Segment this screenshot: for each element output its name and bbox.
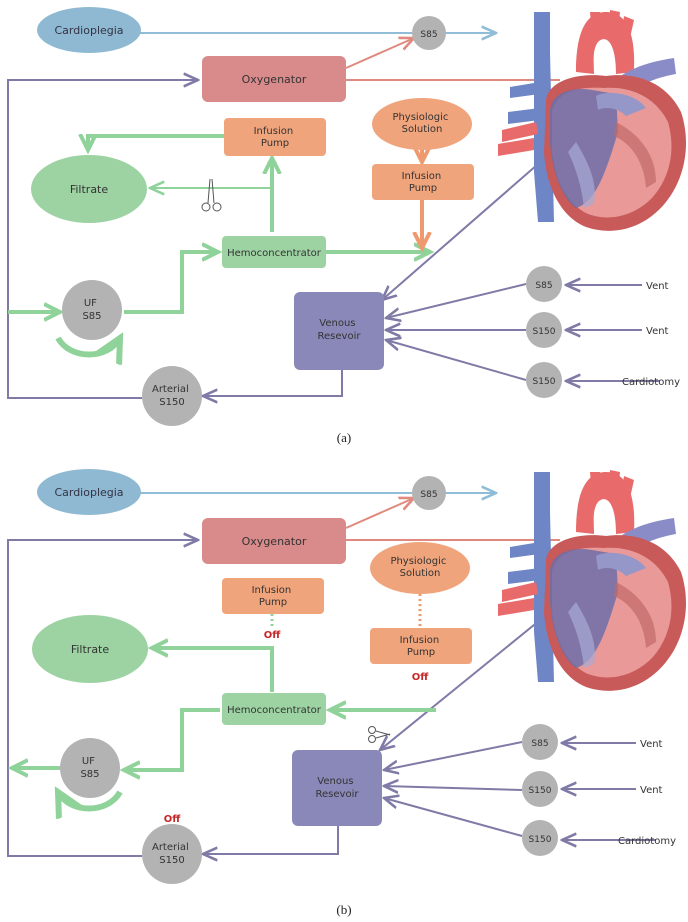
uf-pump-label-b: UF S85 xyxy=(80,756,99,780)
physiologic-solution-node-b xyxy=(370,542,470,594)
infusion-pump-1-label: Infusion Pump xyxy=(254,126,297,149)
s85-top-pump-b xyxy=(412,476,446,510)
vent-2-to-reservoir-line-b xyxy=(384,786,523,790)
s85-top-pump xyxy=(412,16,446,50)
vent-label-1-b: Vent xyxy=(640,739,663,750)
arterial-pump-label-b: Arterial S150 xyxy=(152,842,192,866)
vent-1-to-reservoir-line-b xyxy=(384,741,523,770)
vent-pump-1 xyxy=(526,266,562,302)
venous-reservoir-node-b xyxy=(292,750,382,826)
vent-pump-2 xyxy=(526,312,562,348)
heart-image-b xyxy=(498,470,686,691)
filtrate-label-b: Filtrate xyxy=(71,643,110,656)
clamp-icon xyxy=(201,178,222,212)
cardioplegia-label-b: Cardioplegia xyxy=(54,486,123,499)
cardioplegia-node xyxy=(37,7,141,53)
filtrate-node-b xyxy=(32,615,148,683)
clamp-icon-b xyxy=(368,726,391,743)
infusion-1-off-label: Off xyxy=(264,630,282,641)
physiologic-solution-node xyxy=(372,98,472,150)
cardiotomy-to-reservoir-line xyxy=(386,340,527,381)
cardiotomy-pump-b xyxy=(522,820,558,856)
cardioplegia-label: Cardioplegia xyxy=(54,24,123,37)
infusion-pump-2-label: Infusion Pump xyxy=(402,171,445,194)
hemoconcentrator-label: Hemoconcentrator xyxy=(227,248,322,259)
hemo-to-uf-line-b xyxy=(124,708,220,770)
vent-pump-1-label: S85 xyxy=(535,281,552,291)
reservoir-to-arterial-line-b xyxy=(203,826,339,854)
panel-b: Cardioplegia S85 Oxygenator Infusion Pum… xyxy=(7,469,686,917)
oxygenator-to-s85-line xyxy=(345,38,414,69)
arterial-pump-label: Arterial S150 xyxy=(152,384,192,408)
physiologic-solution-label: Physiologic Solution xyxy=(392,112,451,135)
uf-pump-label: UF S85 xyxy=(82,298,101,322)
vent-label-2-b: Vent xyxy=(640,785,663,796)
vent-1-to-reservoir-line xyxy=(386,283,527,318)
caption-a: (a) xyxy=(337,430,351,445)
filtrate-node xyxy=(31,155,147,223)
arterial-pump-b xyxy=(142,824,202,884)
infusion-to-filtrate-line xyxy=(88,134,224,150)
cardiotomy-to-reservoir-line-b xyxy=(384,798,523,837)
infusion-pump-1-node-b xyxy=(222,578,324,614)
hemoconcentrator-label-b: Hemoconcentrator xyxy=(227,705,322,716)
venous-reservoir-label-b: Venous Resevoir xyxy=(316,776,360,800)
cardiotomy-pump-label-b: S150 xyxy=(529,835,552,845)
venous-reservoir-label: Venous Resevoir xyxy=(318,318,362,342)
vent-pump-1-b xyxy=(522,724,558,760)
cardiotomy-label: Cardiotomy xyxy=(622,377,680,388)
hemoconcentrator-node xyxy=(222,236,326,268)
cardioplegia-node-b xyxy=(37,469,141,515)
hemo-to-filtrate-line-b xyxy=(152,648,274,692)
heart-to-reservoir-line xyxy=(382,157,546,300)
uf-pump-b xyxy=(60,738,120,798)
vent-pump-2-label-b: S150 xyxy=(529,786,552,796)
oxygenator-label-b: Oxygenator xyxy=(242,535,307,548)
arterial-return-loop-b xyxy=(7,540,198,857)
filtrate-label: Filtrate xyxy=(70,183,109,196)
infusion-pump-2-label-b: Infusion Pump xyxy=(400,635,443,658)
uf-rotation-arrow xyxy=(55,338,120,355)
arterial-return-loop xyxy=(7,80,198,399)
oxygenator-label: Oxygenator xyxy=(242,73,307,86)
s85-top-label-b: S85 xyxy=(420,490,437,500)
heart-to-reservoir-line-b xyxy=(380,615,546,750)
cardiotomy-pump xyxy=(526,362,562,398)
hemoconcentrator-node-b xyxy=(222,693,326,725)
infusion-pump-2-node-b xyxy=(370,628,472,664)
vent-pump-2-label: S150 xyxy=(533,327,556,337)
venous-reservoir-node xyxy=(294,292,384,370)
panel-a: Cardioplegia S85 Oxygenator Infusion Pum… xyxy=(7,7,686,445)
infusion-pump-1-node xyxy=(224,118,326,156)
uf-to-hemo-line xyxy=(124,252,218,314)
uf-rotation-arrow-b xyxy=(58,792,123,809)
physiologic-solution-label-b: Physiologic Solution xyxy=(390,556,449,579)
reservoir-to-arterial-line xyxy=(203,370,343,396)
oxygenator-node xyxy=(202,56,346,102)
caption-b: (b) xyxy=(336,902,351,917)
infusion-pump-1-label-b: Infusion Pump xyxy=(252,585,295,608)
arterial-pump xyxy=(142,366,202,426)
infusion-2-off-label: Off xyxy=(412,672,430,683)
oxygenator-node-b xyxy=(202,518,346,564)
infusion-pump-2-node xyxy=(372,164,474,200)
vent-pump-1-label-b: S85 xyxy=(531,739,548,749)
vent-label-1: Vent xyxy=(646,281,669,292)
s85-top-label: S85 xyxy=(420,30,437,40)
arterial-off-label: Off xyxy=(164,814,182,825)
cardiotomy-label-b: Cardiotomy xyxy=(618,836,676,847)
cardiotomy-pump-label: S150 xyxy=(533,377,556,387)
heart-image xyxy=(498,10,686,231)
vent-label-2: Vent xyxy=(646,326,669,337)
uf-pump xyxy=(62,280,122,340)
oxygenator-to-s85-line-b xyxy=(345,498,414,529)
vent-pump-2-b xyxy=(522,771,558,807)
